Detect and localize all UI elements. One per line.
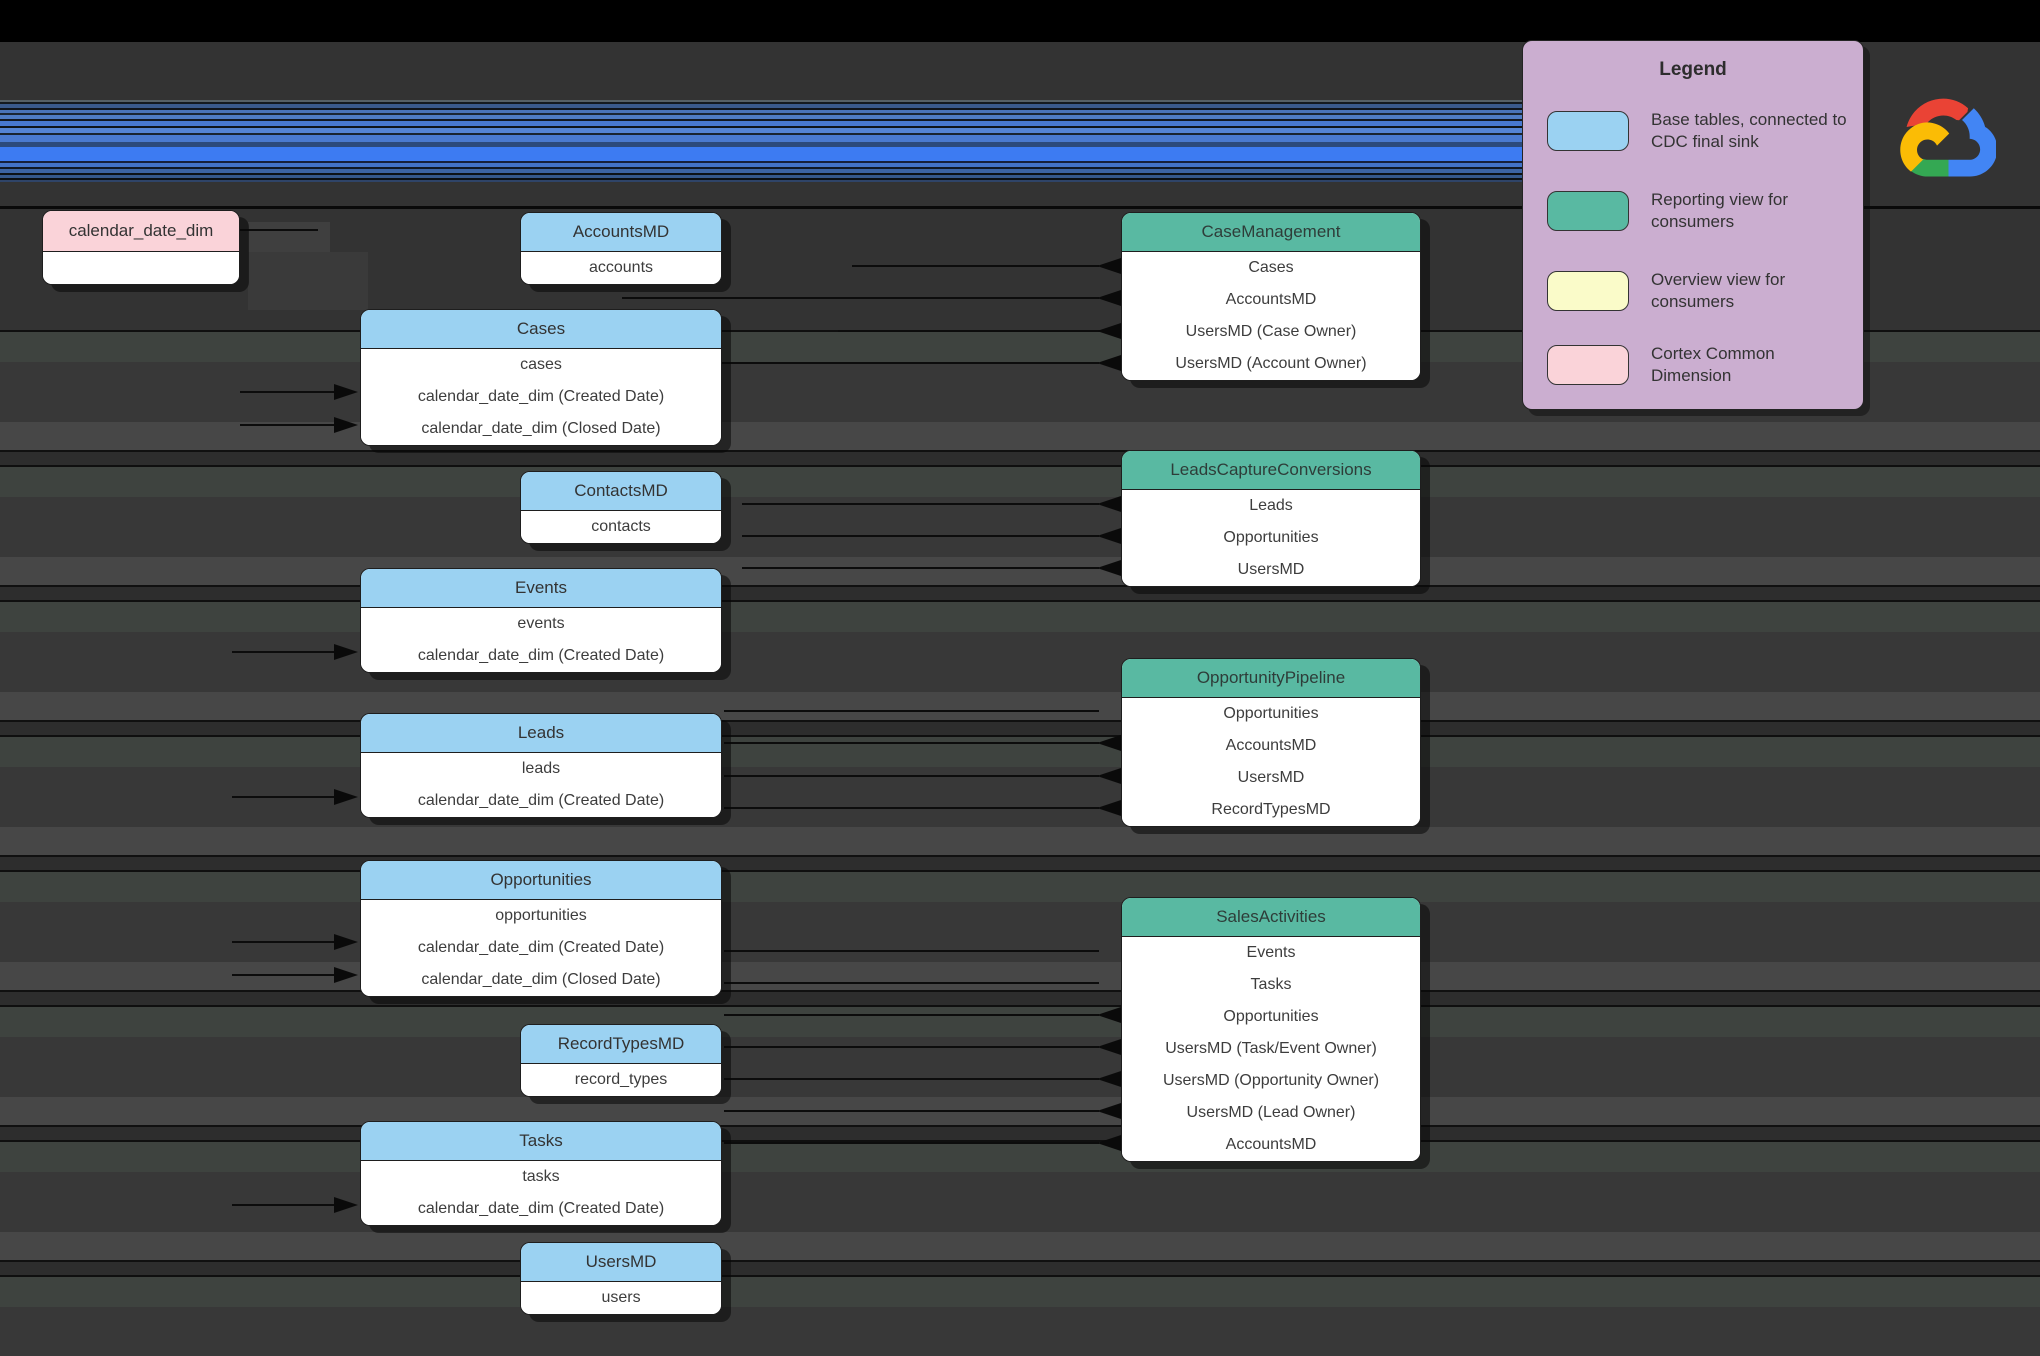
legend-item: Base tables, connected to CDC final sink <box>1547 109 1851 153</box>
table-usersmd: UsersMD users <box>520 1242 722 1315</box>
table-row: calendar_date_dim (Created Date) <box>361 932 721 964</box>
table-row: leads <box>361 753 721 785</box>
table-row: calendar_date_dim (Closed Date) <box>361 964 721 996</box>
table-row: calendar_date_dim (Created Date) <box>361 640 721 672</box>
legend-swatch-reporting-view <box>1547 191 1629 232</box>
table-contactsmd: ContactsMD contacts <box>520 471 722 544</box>
view-row: UsersMD <box>1122 762 1420 794</box>
view-row: UsersMD (Case Owner) <box>1122 316 1420 348</box>
table-recordtypesmd: RecordTypesMD record_types <box>520 1024 722 1097</box>
table-row: calendar_date_dim (Closed Date) <box>361 413 721 445</box>
legend-label: Base tables, connected to CDC final sink <box>1651 110 1847 152</box>
view-row: UsersMD (Account Owner) <box>1122 348 1420 380</box>
table-header: RecordTypesMD <box>521 1025 721 1064</box>
view-row: UsersMD (Task/Event Owner) <box>1122 1033 1420 1065</box>
table-header: Cases <box>361 310 721 349</box>
view-header: LeadsCaptureConversions <box>1122 451 1420 490</box>
table-row: opportunities <box>361 900 721 932</box>
legend-title: Legend <box>1659 59 1727 80</box>
background-texture <box>0 330 2040 1356</box>
table-events: Events events calendar_date_dim (Created… <box>360 568 722 673</box>
table-header: calendar_date_dim <box>43 211 239 252</box>
legend-item: Cortex Common Dimension <box>1547 343 1851 387</box>
table-cases: Cases cases calendar_date_dim (Created D… <box>360 309 722 446</box>
table-leads: Leads leads calendar_date_dim (Created D… <box>360 713 722 818</box>
view-row: Events <box>1122 937 1420 969</box>
table-row: events <box>361 608 721 640</box>
view-row: Opportunities <box>1122 1001 1420 1033</box>
google-cloud-logo <box>1900 98 1996 177</box>
table-row: calendar_date_dim (Created Date) <box>361 381 721 413</box>
gray-patch <box>248 252 368 310</box>
legend-label: Reporting view for consumers <box>1651 190 1789 232</box>
view-salesactivities: SalesActivities Events Tasks Opportuniti… <box>1121 897 1421 1162</box>
table-row: users <box>521 1282 721 1314</box>
table-row: contacts <box>521 511 721 543</box>
view-header: OpportunityPipeline <box>1122 659 1420 698</box>
view-opportunitypipeline: OpportunityPipeline Opportunities Accoun… <box>1121 658 1421 827</box>
view-casemanagement: CaseManagement Cases AccountsMD UsersMD … <box>1121 212 1421 381</box>
legend-label: Cortex Common Dimension <box>1651 344 1775 386</box>
legend-item: Reporting view for consumers <box>1547 189 1851 233</box>
table-header: ContactsMD <box>521 472 721 511</box>
table-row: tasks <box>361 1161 721 1193</box>
view-row: Opportunities <box>1122 522 1420 554</box>
view-row: AccountsMD <box>1122 1129 1420 1161</box>
table-tasks: Tasks tasks calendar_date_dim (Created D… <box>360 1121 722 1226</box>
legend: Legend Base tables, connected to CDC fin… <box>1522 40 1864 410</box>
table-header: AccountsMD <box>521 213 721 252</box>
view-row: UsersMD (Opportunity Owner) <box>1122 1065 1420 1097</box>
gray-patch <box>248 222 330 252</box>
table-header: Events <box>361 569 721 608</box>
legend-item: Overview view for consumers <box>1547 269 1851 313</box>
table-accountsmd: AccountsMD accounts <box>520 212 722 285</box>
table-row: cases <box>361 349 721 381</box>
view-row: Leads <box>1122 490 1420 522</box>
view-row: UsersMD <box>1122 554 1420 586</box>
view-row: UsersMD (Lead Owner) <box>1122 1097 1420 1129</box>
table-header: Opportunities <box>361 861 721 900</box>
glitch-stripe-band <box>0 100 1523 182</box>
view-row: AccountsMD <box>1122 284 1420 316</box>
view-row: Opportunities <box>1122 698 1420 730</box>
table-header: UsersMD <box>521 1243 721 1282</box>
table-row: calendar_date_dim (Created Date) <box>361 1193 721 1225</box>
view-row: AccountsMD <box>1122 730 1420 762</box>
legend-swatch-overview-view <box>1547 271 1629 312</box>
view-row: Tasks <box>1122 969 1420 1001</box>
table-opportunities: Opportunities opportunities calendar_dat… <box>360 860 722 997</box>
view-header: CaseManagement <box>1122 213 1420 252</box>
legend-label: Overview view for consumers <box>1651 270 1786 312</box>
view-row: RecordTypesMD <box>1122 794 1420 826</box>
view-leadscaptureconversions: LeadsCaptureConversions Leads Opportunit… <box>1121 450 1421 587</box>
table-header: Tasks <box>361 1122 721 1161</box>
top-black-bar <box>0 0 2040 42</box>
legend-swatch-common-dimension <box>1547 345 1629 386</box>
view-row: Cases <box>1122 252 1420 284</box>
legend-swatch-base-tables <box>1547 111 1629 152</box>
table-calendar-date-dim: calendar_date_dim <box>42 210 240 285</box>
table-row: record_types <box>521 1064 721 1096</box>
table-row <box>43 252 239 284</box>
table-header: Leads <box>361 714 721 753</box>
table-row: accounts <box>521 252 721 284</box>
divider-line <box>0 206 2040 209</box>
table-row: calendar_date_dim (Created Date) <box>361 785 721 817</box>
view-header: SalesActivities <box>1122 898 1420 937</box>
